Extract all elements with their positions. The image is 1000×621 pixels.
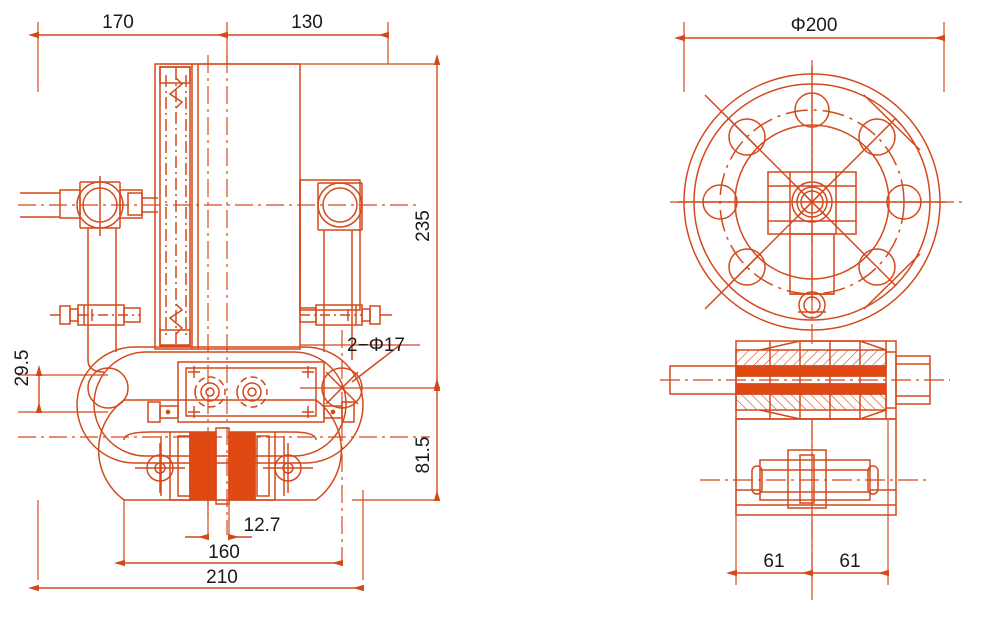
terminal-box [177,361,325,423]
terminal-feature-2 [236,376,268,408]
hole-leader-line [351,344,401,383]
mount-hole-left [87,367,129,409]
left-shaft-collar [59,189,81,219]
roller-endplate-right-in [256,435,270,497]
roller-hub-core [799,454,815,504]
hub-hatch-top [735,349,887,367]
dim-label-61-right: 61 [839,551,860,572]
roller-pad-left [189,431,217,501]
break-symbol-top [168,77,184,109]
front-view-extension-lines [18,22,440,580]
terminal-ring-1 [200,382,220,402]
lower-plate-outline [97,399,343,501]
terminal-box-inner [185,367,317,417]
dim-label-12-7: 12.7 [244,515,281,536]
bolt-hole-br [858,248,896,286]
front-view-dimension-lines [28,31,441,592]
clamp-bolt-right [299,304,392,326]
plate-roller-arc-r [275,431,317,441]
plate-roller-arc-l [123,431,170,441]
hub-hatch-bottom [735,393,887,411]
dim-label-210: 210 [206,567,238,588]
terminal-arc-2b [236,391,268,408]
terminal-arc-1a [194,376,226,393]
endcap-rib-top [159,66,191,84]
plate-arm-left [87,310,105,373]
front-view-geometry [20,63,401,505]
diag-ext-tr [863,94,921,151]
terminal-hub-1 [205,387,215,397]
diag-ext-tl [704,94,761,151]
dim-label-170: 170 [102,12,134,33]
side-view-extension-lines [683,22,945,585]
flange-bolt-holes [728,118,896,286]
dim-label-235: 235 [413,210,434,242]
terminal-hub-2 [247,387,257,397]
diag-ext-br [863,253,921,310]
callout-label-2-phi-17: 2−Φ17 [347,335,405,356]
clamp-bolt-left [50,304,141,326]
terminal-bolt-right [323,401,355,423]
dim-label-81-5: 81.5 [413,437,434,474]
roller-assembly [160,427,285,505]
tb-bolt-shank-l [159,405,179,419]
roller-hub-side [787,449,827,509]
dimension-text-labels: 170 130 235 81.5 29.5 12.7 160 210 2−Φ17… [12,12,861,588]
shaft-section-assembly [669,340,931,420]
side-view-axes-solid [678,66,946,300]
dim-label-130: 130 [291,12,323,33]
tb-bolt-dot-r [330,409,336,415]
dim-label-61-left: 61 [763,551,784,572]
shaft-key-top [735,365,887,377]
bolt-hole-tl [728,118,766,156]
terminal-feature-1 [194,376,226,408]
bolt-hole-tr [858,118,896,156]
dim-label-160: 160 [208,542,240,563]
side-view-dimension-lines [674,34,945,577]
roller-pad-right [228,431,256,501]
left-shaft-collar-r-inner [127,192,143,216]
terminal-corner-marks [188,366,314,418]
terminal-arc-1b [194,391,226,408]
shaft-key-bottom [735,383,887,395]
dim-label-dia200: Φ200 [791,15,838,36]
endcap-rib-bottom [159,329,191,347]
bolt-hole-bl [728,248,766,286]
dim-label-29-5: 29.5 [12,350,33,387]
diag-ext-bl [704,253,761,310]
tb-bolt-dot-l [165,409,171,415]
tb-bolt-head-r [341,401,355,423]
terminal-arc-2a [236,376,268,393]
terminal-bolt-left [147,401,179,423]
terminal-ring-2 [242,382,262,402]
